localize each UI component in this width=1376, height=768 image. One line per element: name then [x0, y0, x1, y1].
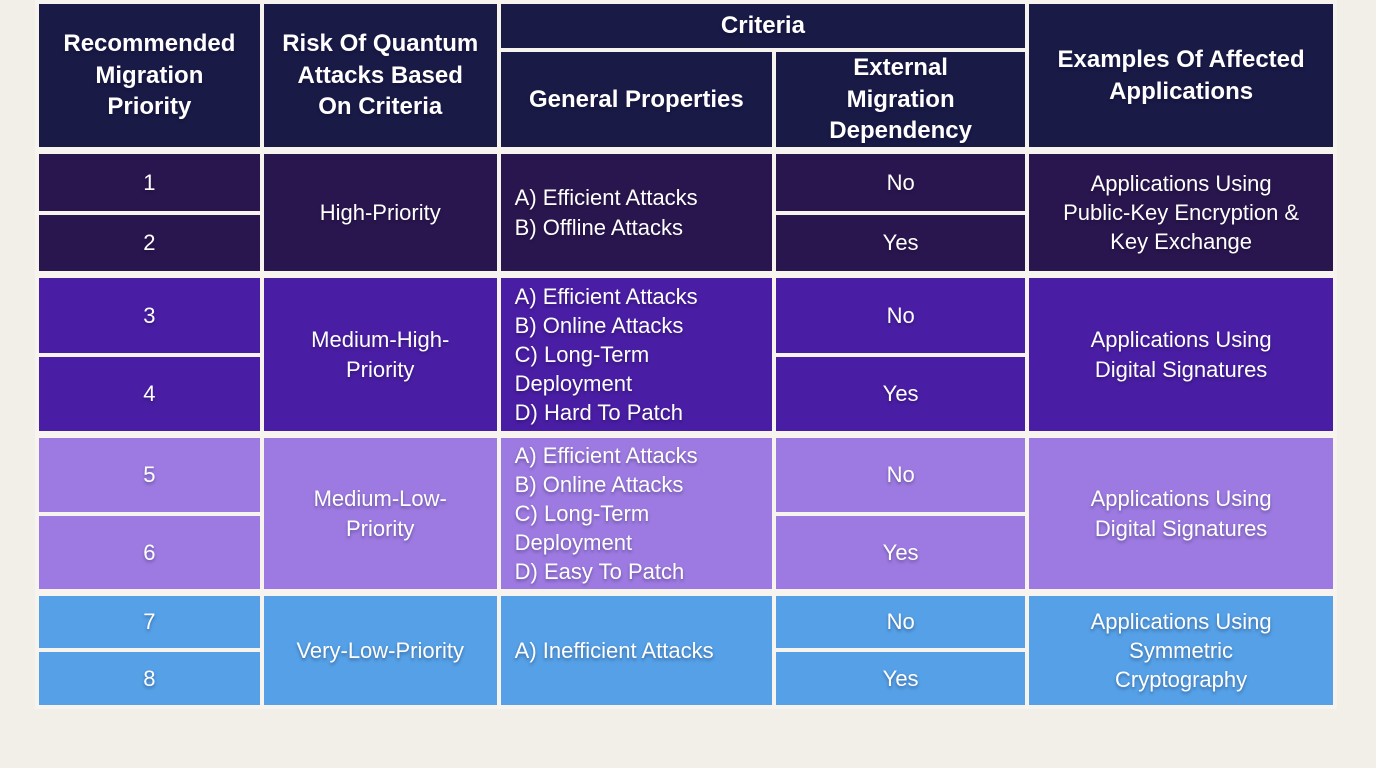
- general-properties-cell: A) Inefficient Attacks: [496, 589, 777, 709]
- priority-cell: 3: [35, 271, 264, 357]
- dependency-cell: Yes: [772, 511, 1030, 595]
- general-properties-cell: A) Efficient Attacks B) Online Attacks C…: [496, 271, 777, 437]
- header-recommended-migration-priority: Recommended Migration Priority: [35, 0, 264, 153]
- dependency-cell: No: [772, 147, 1030, 215]
- risk-level-cell: Very-Low-Priority: [259, 589, 501, 709]
- dependency-cell: Yes: [772, 352, 1030, 437]
- priority-cell: 7: [35, 589, 264, 652]
- header-general-properties: General Properties: [496, 48, 777, 153]
- dependency-cell: Yes: [772, 647, 1030, 709]
- priority-cell: 1: [35, 147, 264, 215]
- migration-priority-table: Recommended Migration Priority Risk Of Q…: [35, 0, 1337, 709]
- header-external-migration-dependency: External Migration Dependency: [772, 48, 1030, 153]
- general-properties-cell: A) Efficient Attacks B) Online Attacks C…: [496, 431, 777, 595]
- priority-cell: 5: [35, 431, 264, 516]
- examples-cell: Applications Using Digital Signatures: [1025, 271, 1337, 437]
- examples-cell: Applications Using Digital Signatures: [1025, 431, 1337, 595]
- priority-cell: 6: [35, 511, 264, 595]
- header-risk-of-quantum-attacks: Risk Of Quantum Attacks Based On Criteri…: [259, 0, 501, 153]
- priority-cell: 8: [35, 647, 264, 709]
- priority-cell: 2: [35, 210, 264, 277]
- dependency-cell: Yes: [772, 210, 1030, 277]
- dependency-cell: No: [772, 431, 1030, 516]
- general-properties-cell: A) Efficient Attacks B) Offline Attacks: [496, 147, 777, 277]
- risk-level-cell: Medium-Low- Priority: [259, 431, 501, 595]
- examples-cell: Applications Using Public-Key Encryption…: [1025, 147, 1337, 277]
- risk-level-cell: High-Priority: [259, 147, 501, 277]
- header-examples-of-affected-applications: Examples Of Affected Applications: [1025, 0, 1337, 153]
- dependency-cell: No: [772, 271, 1030, 357]
- dependency-cell: No: [772, 589, 1030, 652]
- header-criteria: Criteria: [496, 0, 1030, 52]
- priority-cell: 4: [35, 352, 264, 437]
- examples-cell: Applications Using Symmetric Cryptograph…: [1025, 589, 1337, 709]
- risk-level-cell: Medium-High- Priority: [259, 271, 501, 437]
